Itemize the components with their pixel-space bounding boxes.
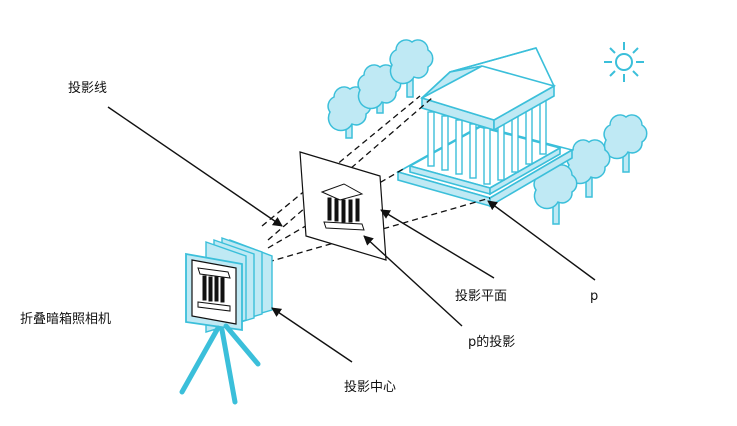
label-projection-center: 投影中心 [344, 380, 397, 395]
projection-plane [299, 151, 387, 261]
arrow-projection-center [271, 307, 353, 363]
tree-icon [389, 39, 434, 98]
arrow-projection-of-p [363, 235, 463, 327]
tripod-icon [179, 323, 261, 405]
label-point-p: p [590, 289, 599, 304]
arrow-projection-line [107, 106, 283, 227]
projected-temple-icon [320, 183, 365, 231]
arrow-point-p [487, 200, 596, 281]
sun-icon [604, 42, 644, 82]
label-projection-line: 投影线 [68, 81, 108, 96]
label-projection-plane: 投影平面 [455, 289, 508, 304]
arrow-projection-plane [380, 209, 495, 279]
tree-icon [603, 114, 648, 173]
label-projection-of-p: p的投影 [468, 335, 516, 350]
camera-icon [185, 237, 273, 333]
tree-icon [566, 139, 611, 198]
label-folding-camera: 折叠暗箱照相机 [20, 312, 112, 327]
greek-temple-icon [395, 47, 575, 208]
leader-lines [107, 106, 596, 363]
